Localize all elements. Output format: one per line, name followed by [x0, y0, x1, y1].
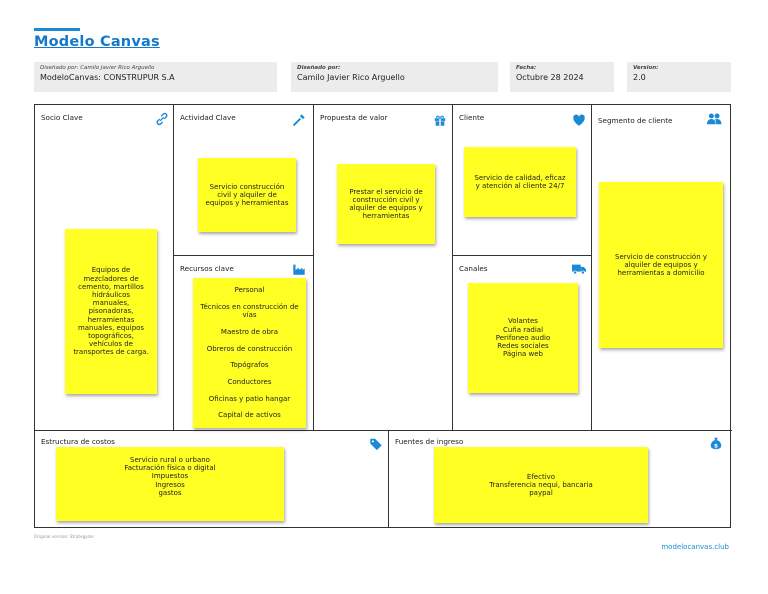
- block-title: Canales: [459, 264, 488, 273]
- note-line: transportes de carga.: [73, 348, 149, 357]
- note-line: topográficos,: [88, 332, 134, 340]
- list-item: Capital de activos: [218, 411, 281, 420]
- block-title: Segmento de cliente: [598, 116, 673, 125]
- note-line: manuales, equipos: [77, 323, 145, 332]
- sticky-note: Equipos de mezcladores de cemento, marti…: [65, 229, 157, 394]
- note-line: Servicio de construcción y: [615, 252, 707, 261]
- note-line: alquiler de equipos y: [624, 260, 698, 269]
- gift-icon: [433, 113, 447, 127]
- note-line: Servicio de calidad, eficaz: [474, 173, 566, 182]
- note-line: alquiler de equipos y: [349, 204, 423, 212]
- note-line: cemento, martillos: [78, 282, 144, 291]
- block-recursos-clave: Recursos clave Personal Técnicos en cons…: [174, 256, 314, 431]
- note-line: y atención al cliente 24/7: [475, 182, 565, 190]
- note-line: herramientas a domicilio: [617, 269, 705, 278]
- footer-site-link[interactable]: modelocanvas.club: [661, 543, 729, 551]
- sticky-note: Servicio de calidad, eficaz y atención a…: [464, 147, 576, 217]
- block-canales: Canales Volantes Cuña radial Perifoneo a…: [453, 256, 592, 431]
- sticky-note: Volantes Cuña radial Perifoneo audio Red…: [468, 283, 578, 393]
- list-item: Personal: [234, 286, 265, 295]
- sticky-note: Servicio rural o urbano Facturación físi…: [56, 447, 284, 521]
- header-date-label: Fecha:: [516, 65, 537, 71]
- note-line: Redes sociales: [497, 342, 549, 351]
- note-line: Servicio construcción: [209, 182, 285, 191]
- block-title: Recursos clave: [180, 264, 234, 273]
- note-line: Impuestos: [151, 472, 189, 481]
- block-title: Socio Clave: [41, 113, 83, 122]
- tag-icon: [369, 437, 383, 451]
- note-line: hidráulicos: [91, 290, 131, 299]
- note-line: vehículos de: [89, 340, 133, 349]
- note-line: Cuña radial: [502, 325, 544, 334]
- sticky-note: Efectivo Transferencia nequi, bancaria p…: [434, 447, 648, 523]
- header-date: Fecha: Octubre 28 2024: [510, 62, 614, 92]
- page-title: Modelo Canvas: [34, 34, 160, 50]
- note-line: construcción civil y: [352, 195, 420, 204]
- note-line: Efectivo: [526, 472, 556, 481]
- note-line: herramientas: [362, 212, 410, 221]
- note-line: civil y alquiler de: [217, 190, 277, 199]
- truck-icon: [571, 262, 587, 276]
- money-bag-icon: $: [709, 436, 723, 450]
- note-line: Volantes: [508, 317, 538, 326]
- note-line: mezcladores de: [83, 274, 139, 283]
- header-designed-for: Diseñado por: Camilo Javier Rico Arguell…: [34, 62, 277, 92]
- link-icon: [155, 112, 169, 126]
- block-title: Cliente: [459, 113, 485, 122]
- sticky-note: Personal Técnicos en construcción de vía…: [193, 278, 306, 428]
- note-line: Facturación física o digital: [124, 464, 216, 473]
- list-item: Técnicos en construcción de vías: [200, 302, 299, 320]
- note-line: gastos: [158, 488, 182, 497]
- note-line: Equipos de: [91, 266, 131, 275]
- list-item: Obreros de construcción: [206, 344, 293, 353]
- note-line: Servicio rural o urbano: [130, 456, 210, 464]
- block-estructura-costos: Estructura de costos Servicio rural o ur…: [35, 431, 389, 528]
- title-accent-bar: [34, 28, 80, 31]
- heart-icon: [572, 113, 586, 127]
- svg-text:$: $: [714, 443, 718, 449]
- note-line: Prestar el servicio de: [349, 187, 423, 196]
- block-segmento-cliente: Segmento de cliente Servicio de construc…: [592, 105, 732, 431]
- sticky-note: Servicio construcción civil y alquiler d…: [198, 158, 296, 232]
- note-line: Página web: [502, 350, 543, 359]
- business-model-canvas: Socio Clave Equipos de mezcladores de ce…: [34, 104, 732, 528]
- footer-credit: Original version: Strategyzer: [34, 534, 95, 539]
- header-designed-for-value: ModeloCanvas: CONSTRUPUR S.A: [40, 73, 175, 82]
- header-date-value: Octubre 28 2024: [516, 73, 584, 82]
- block-fuentes-ingreso: Fuentes de ingreso $ Efectivo Transferen…: [389, 431, 732, 528]
- tool-icon: [292, 113, 306, 127]
- note-line: manuales,: [92, 299, 130, 308]
- header-designed-by-label: Diseñado por:: [297, 65, 341, 71]
- block-title: Fuentes de ingreso: [395, 437, 464, 446]
- header-designed-by: Diseñado por: Camilo Javier Rico Arguell…: [291, 62, 498, 92]
- header-version-value: 2.0: [633, 73, 646, 82]
- block-socio-clave: Socio Clave Equipos de mezcladores de ce…: [35, 105, 174, 431]
- list-item: Oficinas y patio hangar: [208, 394, 291, 403]
- block-propuesta-valor: Propuesta de valor Prestar el servicio d…: [314, 105, 453, 431]
- note-line: Transferencia nequi, bancaria: [489, 480, 593, 489]
- block-title: Actividad Clave: [180, 113, 236, 122]
- note-line: pisonadoras,: [88, 307, 134, 316]
- list-item: Maestro de obra: [220, 327, 279, 336]
- list-item: Topógrafos: [230, 361, 269, 370]
- sticky-note: Servicio de construcción y alquiler de e…: [599, 182, 723, 348]
- header-version: Version: 2.0: [627, 62, 731, 92]
- users-icon: [705, 112, 723, 126]
- note-line: Ingresos: [155, 480, 185, 489]
- note-line: Perifoneo audio: [495, 333, 551, 342]
- list-item: Conductores: [227, 378, 272, 387]
- block-title: Propuesta de valor: [320, 113, 388, 122]
- note-line: paypal: [529, 489, 553, 498]
- note-line: equipos y herramientas: [205, 199, 289, 208]
- block-cliente: Cliente Servicio de calidad, eficaz y at…: [453, 105, 592, 256]
- block-actividad-clave: Actividad Clave Servicio construcción ci…: [174, 105, 314, 256]
- factory-icon: [292, 262, 306, 276]
- header-version-label: Version:: [633, 65, 659, 71]
- note-line: herramientas: [87, 315, 135, 324]
- header-designed-by-value: Camilo Javier Rico Arguello: [297, 73, 405, 82]
- block-title: Estructura de costos: [41, 437, 115, 446]
- header-designed-for-label: Diseñado por: Camilo Javier Rico Arguell…: [40, 65, 155, 71]
- sticky-note: Prestar el servicio de construcción civi…: [337, 164, 435, 244]
